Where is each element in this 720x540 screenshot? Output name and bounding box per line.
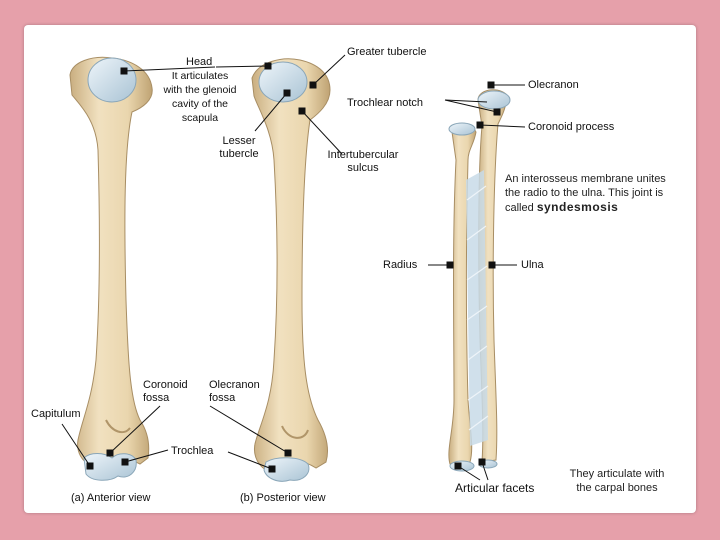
label-head: Head <box>186 56 212 69</box>
coronoid-fossa-line: Coronoid <box>143 379 188 392</box>
label-lesser-tubercle: Lesser tubercle <box>208 135 270 161</box>
caption-anterior-view: (a) Anterior view <box>71 492 150 505</box>
label-capitulum: Capitulum <box>31 408 81 421</box>
radius-ulna <box>449 90 510 471</box>
carpal-note-line: the carpal bones <box>552 481 682 495</box>
interosseus-note-called: called <box>505 202 534 214</box>
label-olecranon: Olecranon <box>528 79 579 92</box>
lesser-tubercle-line: Lesser <box>208 135 270 148</box>
label-olecranon-fossa: Olecranon fossa <box>209 379 260 405</box>
head-desc-line: scapula <box>150 111 250 125</box>
lesser-tubercle-line: tubercle <box>208 148 270 161</box>
intertubercular-line: Intertubercular <box>318 149 408 162</box>
label-intertubercular-sulcus: Intertubercular sulcus <box>318 149 408 175</box>
intertubercular-line: sulcus <box>318 162 408 175</box>
interosseus-note-line: the radio to the ulna. This joint is <box>505 186 690 200</box>
label-trochlea: Trochlea <box>171 445 213 458</box>
label-radius: Radius <box>383 259 417 272</box>
label-greater-tubercle: Greater tubercle <box>347 46 426 59</box>
interosseus-note: An interosseus membrane unites the radio… <box>505 172 690 215</box>
interosseus-note-line: An interosseus membrane unites <box>505 172 690 186</box>
interosseus-note-line: called syndesmosis <box>505 200 690 215</box>
label-coronoid-fossa: Coronoid fossa <box>143 379 188 405</box>
label-trochlear-notch: Trochlear notch <box>347 97 423 110</box>
label-ulna: Ulna <box>521 259 544 272</box>
coronoid-fossa-line: fossa <box>143 392 188 405</box>
olecranon-fossa-line: Olecranon <box>209 379 260 392</box>
head-description: It articulates with the glenoid cavity o… <box>150 69 250 125</box>
term-syndesmosis: syndesmosis <box>537 200 619 214</box>
label-coronoid-process: Coronoid process <box>528 121 614 134</box>
carpal-note: They articulate with the carpal bones <box>552 467 682 495</box>
olecranon-fossa-line: fossa <box>209 392 260 405</box>
humerus-anterior <box>70 57 152 480</box>
head-desc-line: It articulates <box>150 69 250 83</box>
head-desc-line: cavity of the <box>150 97 250 111</box>
caption-posterior-view: (b) Posterior view <box>240 492 326 505</box>
carpal-note-line: They articulate with <box>552 467 682 481</box>
humerus-posterior <box>252 59 330 481</box>
label-articular-facets: Articular facets <box>455 482 534 495</box>
head-desc-line: with the glenoid <box>150 83 250 97</box>
